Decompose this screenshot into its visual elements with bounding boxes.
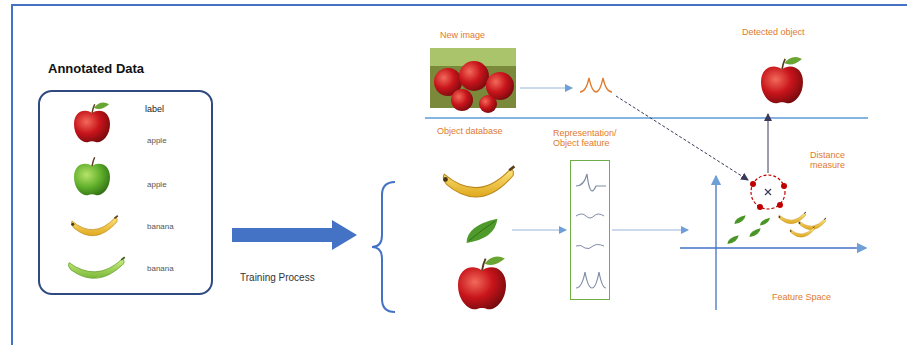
class-label: banana <box>147 264 174 273</box>
class-label: apple <box>147 180 167 189</box>
image-label: New image <box>440 30 485 40</box>
box-heading: Annotated Data <box>48 62 144 77</box>
process-label: Training Process <box>240 272 315 284</box>
column-label: label <box>145 104 164 114</box>
feature-box: Representation/ Object feature <box>570 160 610 300</box>
annotated-data-box: Annotated Datalabelappleapplebananabanan… <box>38 90 213 295</box>
class-label: apple <box>147 136 167 145</box>
measure-label: Distance measure <box>810 150 858 171</box>
database-label: Object database <box>437 126 503 136</box>
box-heading: Representation/ Object feature <box>553 128 633 149</box>
output-label: Detected object <box>742 27 805 37</box>
axis-label: Feature Space <box>772 292 831 302</box>
class-label: banana <box>147 222 174 231</box>
